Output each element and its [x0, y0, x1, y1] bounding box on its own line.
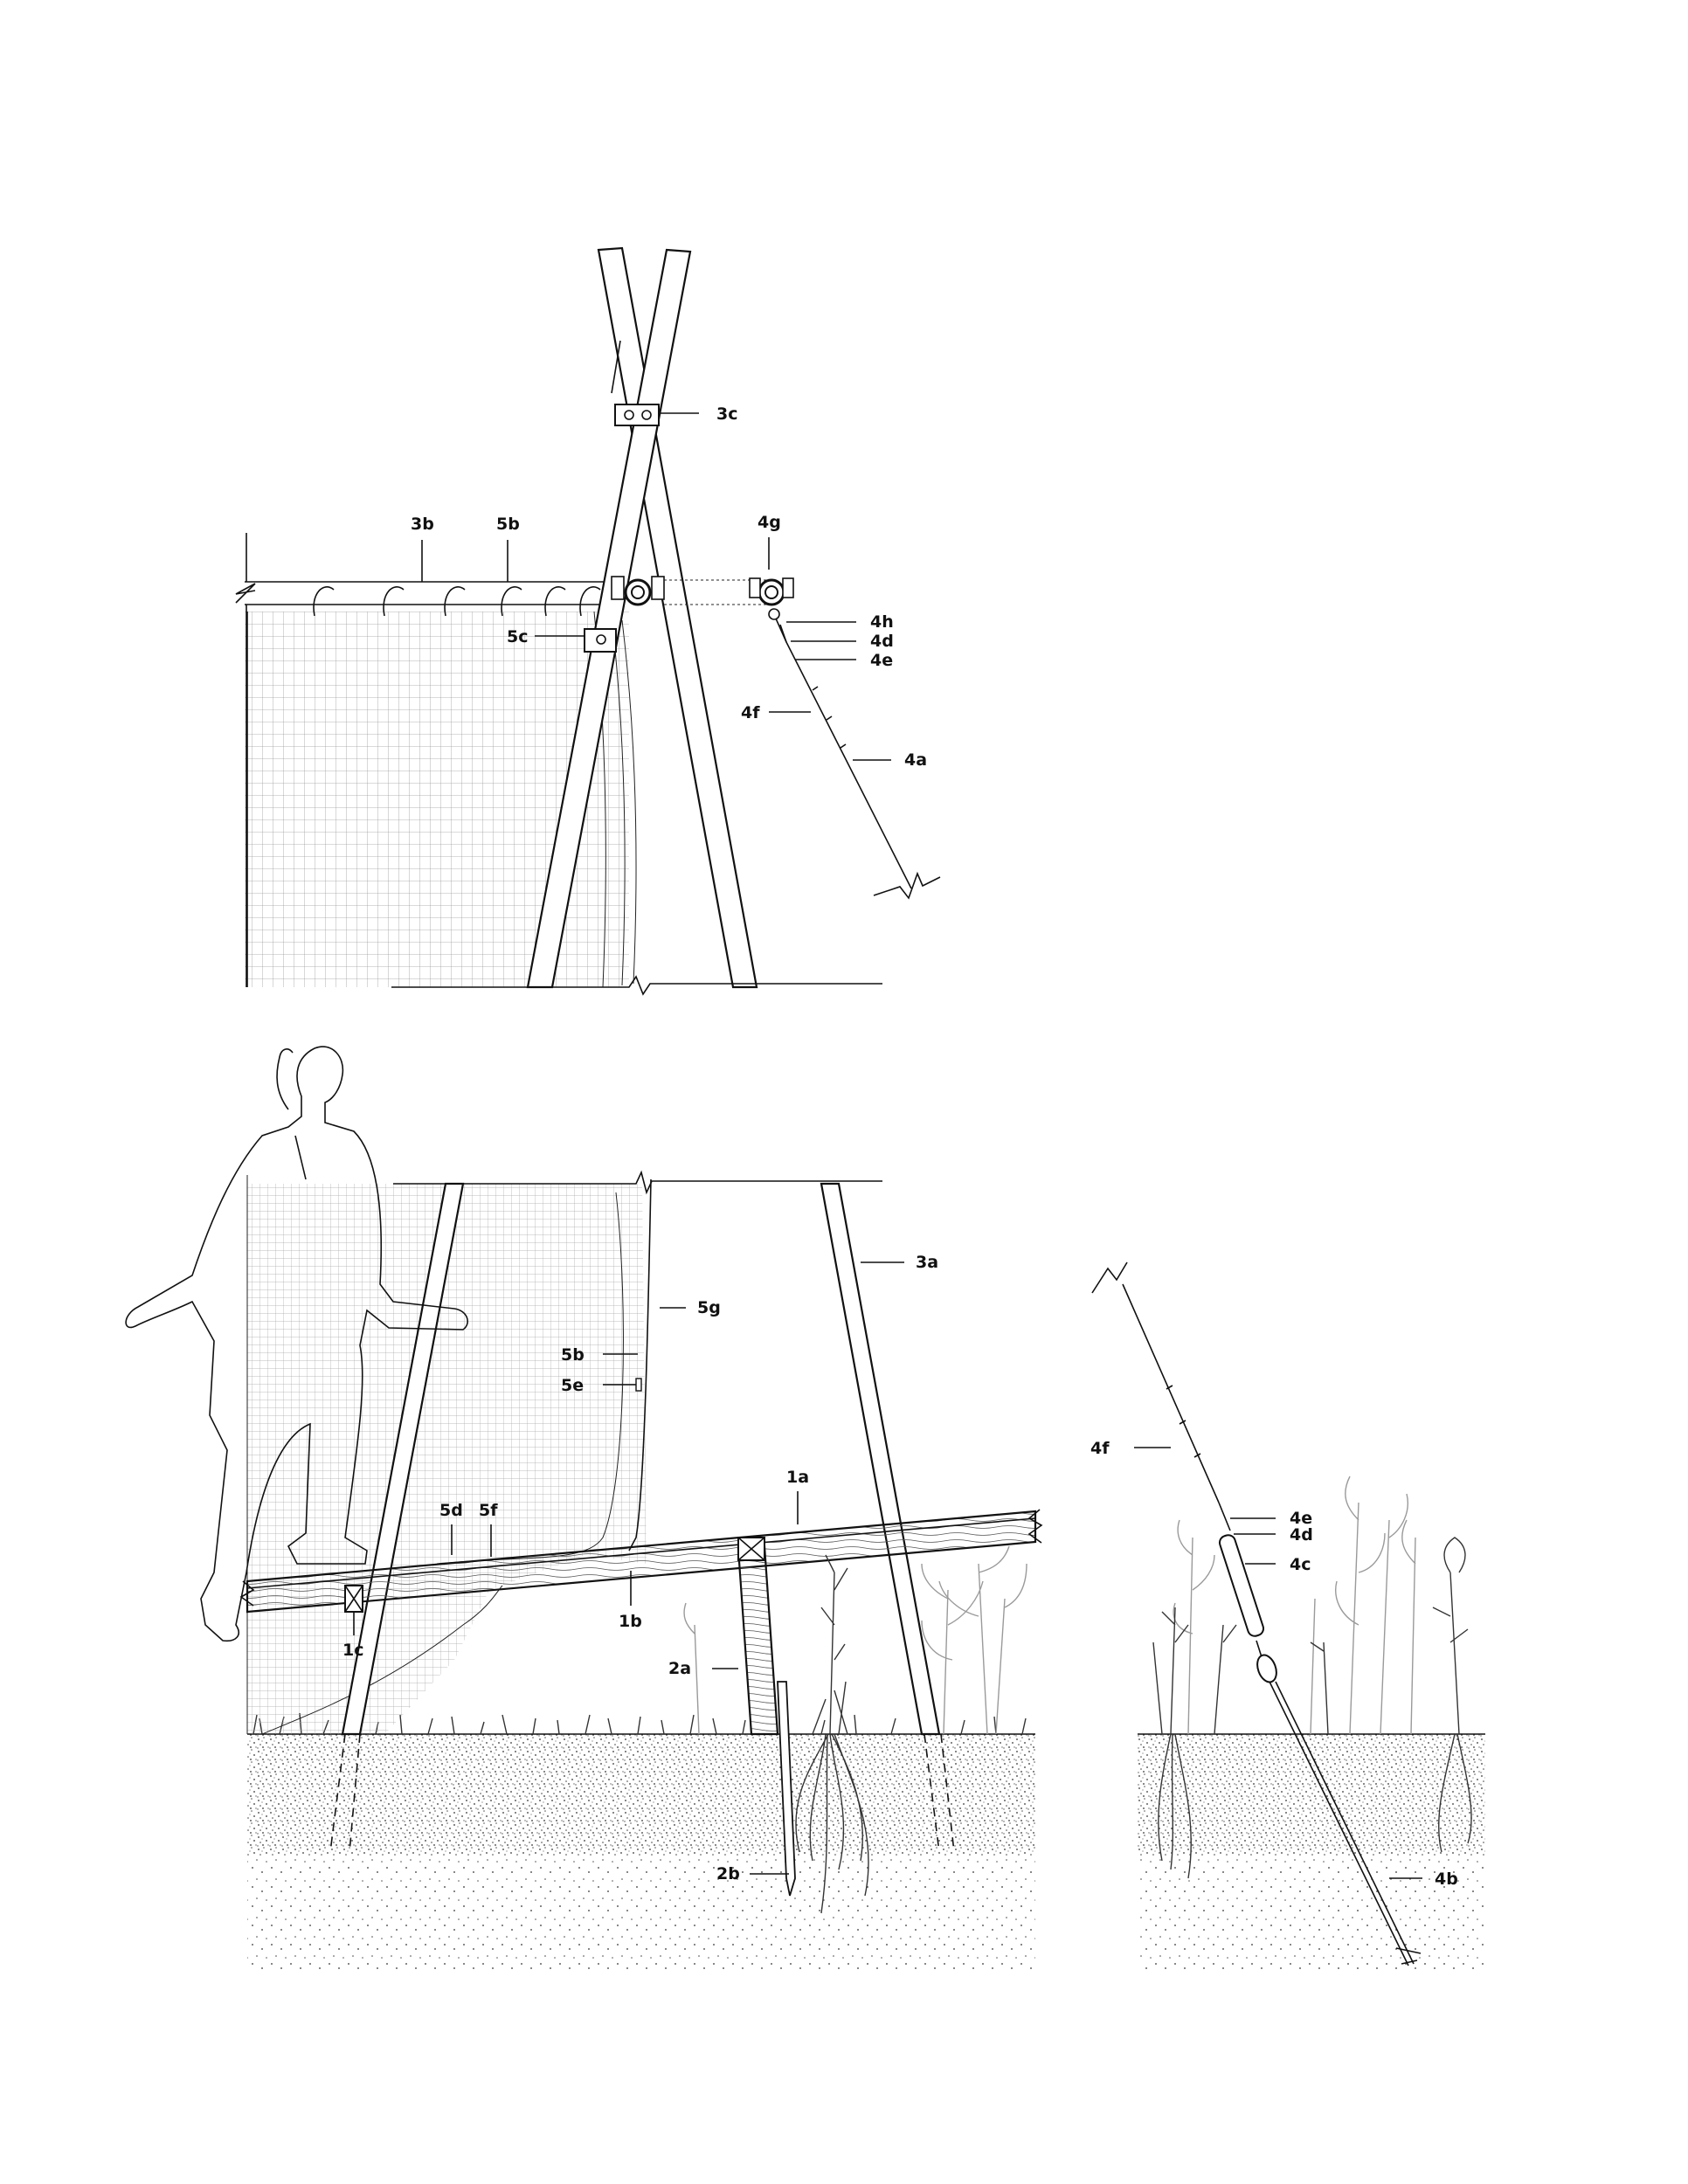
- guy-wire-top: [775, 618, 941, 900]
- label-4a: 4a: [904, 750, 927, 770]
- label-4e-top: 4e: [870, 651, 893, 670]
- bottom-labels: 3a 5g 5b 5e 5d 5f 1a 1b 1c 2a 2b: [342, 1253, 938, 1883]
- label-4e-bottom: 4e: [1290, 1509, 1312, 1528]
- plants-dark-right: [1152, 1537, 1469, 1735]
- label-3b: 3b: [411, 515, 434, 534]
- person-figure: [125, 1046, 468, 1642]
- label-4b: 4b: [1435, 1870, 1458, 1889]
- plants-dark-main: [812, 1554, 848, 1735]
- frame-swivel-ring: [611, 576, 665, 606]
- label-4d-bottom: 4d: [1290, 1525, 1313, 1545]
- ground-line-top: [391, 975, 882, 996]
- ground-stake: [777, 1681, 796, 1897]
- label-5b-top: 5b: [496, 515, 520, 534]
- curtain-rod: [235, 533, 612, 987]
- label-4f-bottom: 4f: [1090, 1439, 1110, 1458]
- top-labels: 3c 3b 5b 4g 4h 4d 4e 4f 4a 5c: [411, 404, 927, 770]
- label-5b-bottom: 5b: [561, 1345, 585, 1365]
- label-4c: 4c: [1290, 1555, 1311, 1574]
- bottom-right-anchor-drawing: [1091, 1261, 1485, 1970]
- pole-clamp-3c: [614, 404, 660, 426]
- label-4d-top: 4d: [870, 632, 894, 651]
- label-1a: 1a: [786, 1468, 809, 1487]
- soil-main-dense: [247, 1734, 1035, 1856]
- label-1b: 1b: [619, 1612, 642, 1631]
- label-5d: 5d: [439, 1501, 463, 1520]
- soil-main-sparse: [247, 1856, 1035, 1970]
- label-4g: 4g: [758, 513, 781, 532]
- label-5f: 5f: [479, 1501, 498, 1520]
- rod-hooks: [313, 586, 601, 617]
- label-2b: 2b: [716, 1864, 740, 1883]
- label-3c: 3c: [716, 404, 737, 424]
- bottom-main-drawing: [125, 1046, 1043, 1970]
- support-post: [737, 1537, 779, 1736]
- label-5e: 5e: [561, 1376, 584, 1395]
- soil-right-dense: [1138, 1734, 1485, 1856]
- net-clamp-5c: [584, 628, 617, 653]
- right-labels: 4f 4e 4d 4c 4b: [1090, 1439, 1458, 1889]
- roots-main: [795, 1733, 869, 1914]
- plants-gray-main: [683, 1545, 1027, 1735]
- top-detail-drawing: [235, 246, 941, 996]
- turnbuckle: [1218, 1502, 1277, 1683]
- label-4h: 4h: [870, 612, 894, 632]
- soil-right-sparse: [1138, 1856, 1485, 1970]
- label-1c: 1c: [342, 1641, 363, 1660]
- guy-wire-bottom: [1091, 1261, 1220, 1503]
- plants-gray-right: [1173, 1476, 1416, 1735]
- swivel-clamp-4g: [749, 577, 794, 620]
- label-5c: 5c: [507, 627, 528, 646]
- label-4f-top: 4f: [741, 703, 760, 722]
- label-2a: 2a: [668, 1659, 691, 1678]
- label-3a: 3a: [916, 1253, 938, 1272]
- plank-beam: [239, 1509, 1043, 1614]
- ground-anchor: [1269, 1681, 1422, 1966]
- label-5g: 5g: [697, 1298, 721, 1317]
- roots-right: [1158, 1733, 1472, 1879]
